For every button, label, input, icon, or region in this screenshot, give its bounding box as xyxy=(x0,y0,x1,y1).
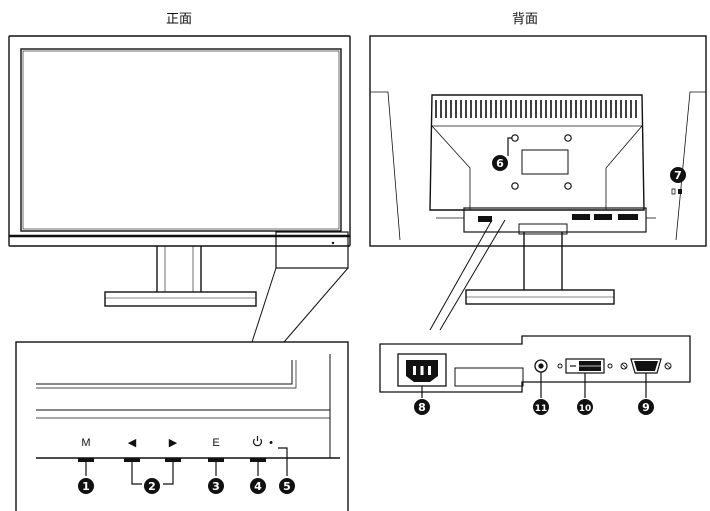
front-base xyxy=(104,291,257,307)
dvi-port-icon xyxy=(557,358,613,374)
callout-3-number: 3 xyxy=(212,480,220,493)
callout-6: 6 xyxy=(492,155,508,171)
callout-9-number: 9 xyxy=(642,401,650,414)
enter-button-label: E xyxy=(212,437,219,449)
vga-port-icon xyxy=(620,358,672,374)
front-detail-frame xyxy=(15,341,349,511)
callout-3: 3 xyxy=(208,478,224,494)
front-screen-inner xyxy=(22,50,340,230)
back-monitor xyxy=(369,35,707,331)
callout-6-number: 6 xyxy=(496,157,504,170)
back-view-heading: 背面 xyxy=(512,12,539,27)
callout-11: 11 xyxy=(533,399,549,415)
back-neck-clip xyxy=(518,223,568,235)
vesa-hole-br xyxy=(564,182,572,190)
front-screen xyxy=(20,48,342,232)
vesa-hole-bl xyxy=(511,182,519,190)
callout-8: 8 xyxy=(414,399,430,415)
back-zoom-line-2 xyxy=(439,219,506,331)
vesa-hole-tl xyxy=(511,134,519,142)
connector-panel-outline xyxy=(379,335,691,393)
audio-jack-icon xyxy=(534,359,548,373)
back-zoom-line-1 xyxy=(429,219,493,331)
zoom-led-dot xyxy=(331,241,335,245)
right-button-label: ▶ xyxy=(169,437,178,449)
left-button-label: ◀ xyxy=(128,437,137,449)
back-leaders xyxy=(421,372,647,398)
power-icon xyxy=(252,436,263,447)
back-bevel-right xyxy=(675,91,706,241)
connector-label-plate xyxy=(454,367,524,387)
front-zoom-line-right xyxy=(283,267,349,343)
callout-10-number: 10 xyxy=(579,404,592,414)
callout-9: 9 xyxy=(638,399,654,415)
callout-5: 5 xyxy=(279,478,295,494)
callout-1-number: 1 xyxy=(82,480,90,493)
front-monitor xyxy=(8,35,351,343)
front-detail-panel xyxy=(15,341,349,511)
ac-inlet-icon xyxy=(397,353,447,387)
callout-7: 7 xyxy=(670,167,686,183)
front-zoom-box xyxy=(275,231,349,269)
hump-diag-left xyxy=(431,125,471,210)
callout-1: 1 xyxy=(78,478,94,494)
callout-11-number: 11 xyxy=(535,404,548,414)
back-bevel-left xyxy=(370,91,401,241)
callout-5-number: 5 xyxy=(283,480,291,493)
callout-2: 2 xyxy=(144,478,160,494)
detail-screen-edge-2 xyxy=(36,360,297,389)
back-vent-grille xyxy=(435,100,637,118)
hump-diag-right xyxy=(605,125,643,210)
front-zoom-line-left xyxy=(251,267,277,343)
callout-4: 4 xyxy=(250,478,266,494)
back-housing xyxy=(369,35,707,247)
vesa-hole-tr xyxy=(564,134,572,142)
back-hump xyxy=(429,94,645,211)
strip-ports xyxy=(478,214,638,222)
rating-label-plate xyxy=(521,149,569,175)
enter-button[interactable] xyxy=(208,458,224,462)
power-button[interactable] xyxy=(250,458,266,462)
menu-button-label: M xyxy=(81,437,90,449)
front-bezel xyxy=(8,35,351,247)
power-led-label: • xyxy=(269,437,273,449)
left-button[interactable] xyxy=(124,458,140,462)
back-port-strip xyxy=(463,207,647,233)
menu-button[interactable] xyxy=(78,458,94,462)
vesa-holes xyxy=(511,134,572,190)
detail-screen-edge xyxy=(36,360,293,385)
callout-2-number: 2 xyxy=(148,480,156,493)
right-button[interactable] xyxy=(165,458,181,462)
front-view-heading: 正面 xyxy=(166,12,193,27)
vesa-leader xyxy=(507,137,512,156)
callout-7-number: 7 xyxy=(674,169,682,182)
kensington-lock-icon xyxy=(671,188,682,195)
callout-4-number: 4 xyxy=(254,480,262,493)
front-buttons xyxy=(78,458,266,462)
front-leaders xyxy=(85,447,288,485)
callout-8-number: 8 xyxy=(418,401,426,414)
back-connector-panel xyxy=(379,335,691,393)
callout-10: 10 xyxy=(577,399,593,415)
